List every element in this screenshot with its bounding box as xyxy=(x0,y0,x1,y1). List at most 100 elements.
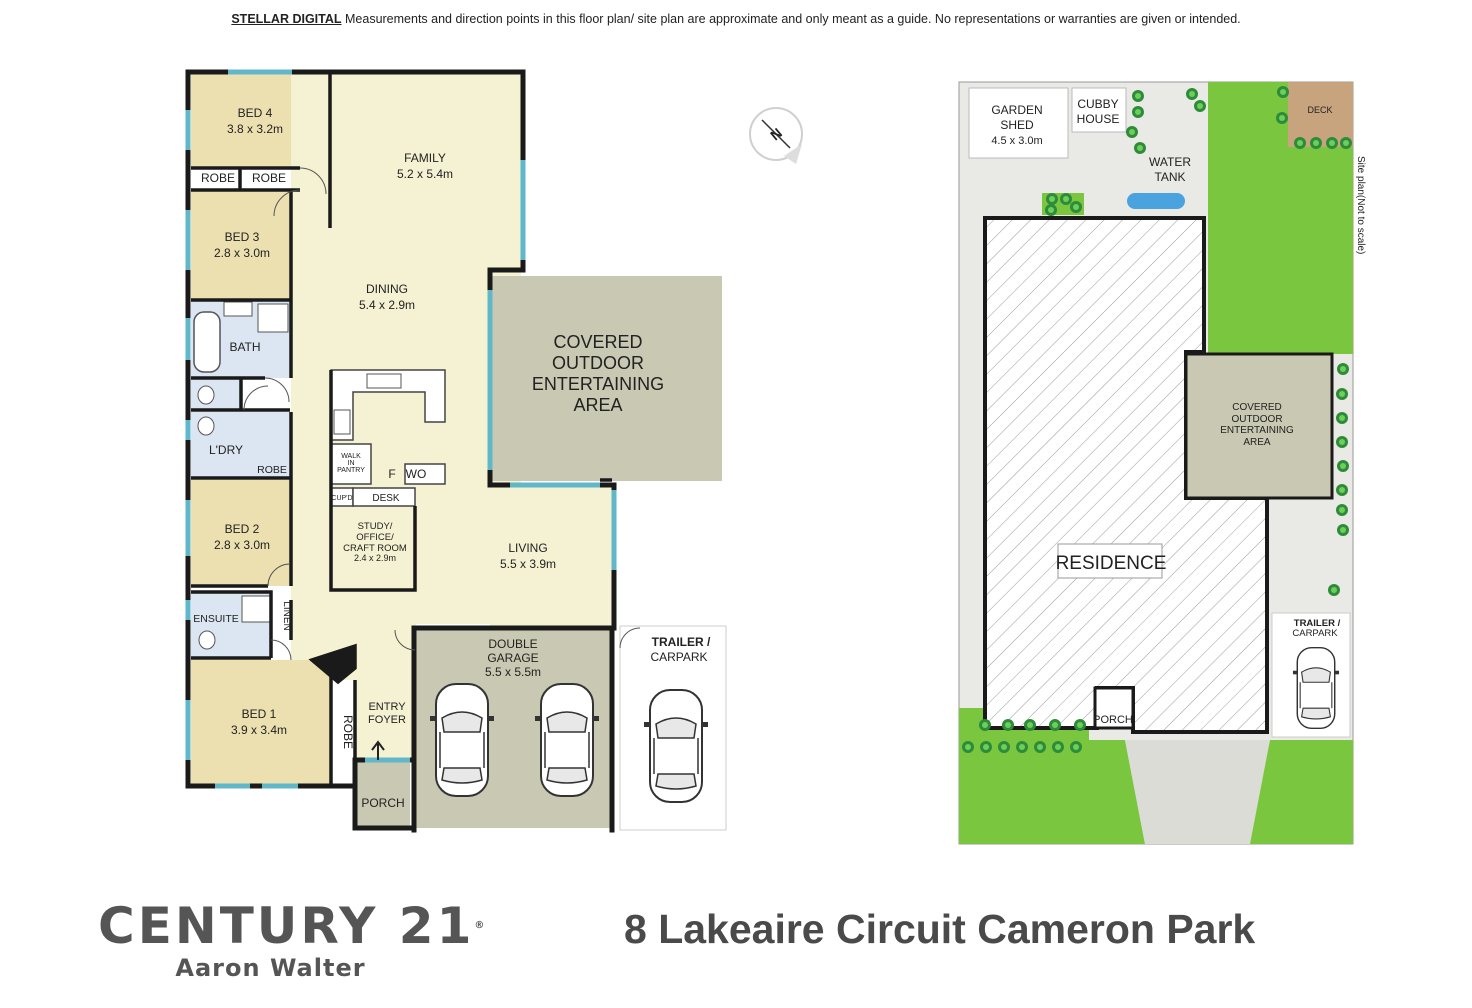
label-robe2: ROBE xyxy=(252,171,286,185)
label-cupd: CUP'D xyxy=(331,495,352,502)
vanity xyxy=(223,301,253,317)
label-site-outdoor-3: ENTERTAINING xyxy=(1220,425,1294,436)
room-bed1 xyxy=(191,660,331,784)
bathtub xyxy=(193,311,221,373)
disclaimer: STELLAR DIGITAL Measurements and directi… xyxy=(0,12,1472,26)
entry-arrow-icon xyxy=(371,740,385,760)
label-entry-1: ENTRY xyxy=(368,701,406,713)
driveway xyxy=(1125,740,1270,844)
lawn-front-right xyxy=(1245,740,1353,844)
site-labels: GARDEN SHED 4.5 x 3.0m CUBBY HOUSE WATER… xyxy=(991,97,1340,726)
garage-car-left-icon xyxy=(429,683,495,797)
label-bed3-size: 2.8 x 3.0m xyxy=(214,246,270,260)
toilet xyxy=(197,385,215,405)
desk-box xyxy=(352,487,416,507)
agent-name: Aaron Walter xyxy=(175,954,366,982)
label-tank-1: WATER xyxy=(1149,155,1191,169)
label-outdoor-2: OUTDOOR xyxy=(552,353,644,373)
floor-labels: BED 4 3.8 x 3.2m ROBE ROBE BED 3 2.8 x 3… xyxy=(193,106,711,810)
lawn-east xyxy=(1208,82,1353,354)
garden-shed xyxy=(968,87,1069,159)
label-dining-size: 5.4 x 2.9m xyxy=(359,298,415,312)
cubby-house xyxy=(1071,87,1127,133)
lawn-front xyxy=(959,740,1145,844)
label-garage-1: DOUBLE xyxy=(488,637,537,651)
label-bed2-size: 2.8 x 3.0m xyxy=(214,538,270,552)
partitions xyxy=(191,74,612,784)
label-robe1: ROBE xyxy=(201,171,235,185)
label-living-size: 5.5 x 3.9m xyxy=(500,557,556,571)
label-shed-2: SHED xyxy=(1000,118,1034,132)
label-ensuite: ENSUITE xyxy=(193,613,239,625)
deck xyxy=(1288,82,1353,147)
shower xyxy=(257,303,289,333)
label-site-trailer-1: TRAILER / xyxy=(1294,618,1341,629)
water-tank xyxy=(1127,193,1185,209)
label-shed-1: GARDEN xyxy=(991,103,1042,117)
ensuite-shower xyxy=(241,595,271,623)
kitchen-bench xyxy=(330,369,446,441)
residence-label-box xyxy=(1057,543,1163,579)
label-pantry-3: PANTRY xyxy=(337,467,365,474)
doors xyxy=(243,167,641,661)
floor-plan: N BED 4 3.8 x 3.2m ROBE ROBE BED 3 2.8 x… xyxy=(185,69,803,833)
site-car-icon xyxy=(1292,646,1340,730)
logo-text: CENTURY 21 xyxy=(98,897,475,955)
label-outdoor-1: COVERED xyxy=(553,332,642,352)
label-garage-2: GARAGE xyxy=(487,651,538,665)
label-trailer-1: TRAILER / xyxy=(652,635,711,649)
label-trailer-2: CARPARK xyxy=(650,650,707,664)
label-site-porch: PORCH xyxy=(1093,714,1133,726)
label-study-size: 2.4 x 2.9m xyxy=(354,553,396,563)
site-porch xyxy=(1093,686,1135,730)
label-bath: BATH xyxy=(229,340,260,354)
label-cubby-2: HOUSE xyxy=(1077,112,1120,126)
label-bed2: BED 2 xyxy=(225,522,260,536)
disclaimer-text: Measurements and direction points in thi… xyxy=(341,12,1241,26)
label-site-outdoor-1: COVERED xyxy=(1232,402,1281,413)
kitchen-sink xyxy=(366,373,402,389)
wo-box xyxy=(404,463,446,485)
label-residence: RESIDENCE xyxy=(1056,553,1167,574)
label-bed3: BED 3 xyxy=(225,230,260,244)
label-site-trailer-2: CARPARK xyxy=(1292,628,1338,639)
label-porch: PORCH xyxy=(361,796,404,810)
cooktop xyxy=(333,409,351,435)
disclaimer-brand: STELLAR DIGITAL xyxy=(231,12,342,26)
site-note: Site plan(Not to scale) xyxy=(1355,156,1366,254)
logo-registered-mark: ® xyxy=(474,920,488,931)
label-bed4-size: 3.8 x 3.2m xyxy=(227,122,283,136)
room-bed2 xyxy=(191,480,291,586)
label-study-3: CRAFT ROOM xyxy=(343,543,407,554)
label-bed4: BED 4 xyxy=(238,106,273,120)
label-bed1-size: 3.9 x 3.4m xyxy=(231,723,287,737)
windows xyxy=(185,69,617,789)
label-deck: DECK xyxy=(1307,105,1332,115)
label-shed-size: 4.5 x 3.0m xyxy=(991,135,1042,147)
label-entry-2: FOYER xyxy=(368,714,406,726)
label-study-1: STUDY/ xyxy=(358,521,393,532)
label-bed1: BED 1 xyxy=(242,707,277,721)
label-living: LIVING xyxy=(508,541,547,555)
label-pantry-1: WALK xyxy=(341,453,361,460)
label-fridge: F xyxy=(388,467,395,481)
label-site-outdoor-2: OUTDOOR xyxy=(1231,414,1282,425)
label-family: FAMILY xyxy=(404,151,446,165)
label-pantry-2: IN xyxy=(348,460,355,467)
label-robe4: ROBE xyxy=(341,715,355,749)
label-garage-size: 5.5 x 5.5m xyxy=(485,665,541,679)
label-wo: WO xyxy=(406,467,427,481)
label-outdoor-4: AREA xyxy=(573,395,622,415)
garage-car-right-icon xyxy=(534,683,600,797)
label-tank-2: TANK xyxy=(1154,170,1185,184)
ldry-tub xyxy=(197,416,215,436)
compass-icon: N xyxy=(749,107,803,164)
pantry-box xyxy=(330,443,372,485)
label-cubby-1: CUBBY xyxy=(1077,97,1118,111)
room-porch xyxy=(355,760,410,828)
room-robe4 xyxy=(331,680,355,774)
ensuite-toilet xyxy=(198,630,216,650)
label-site-outdoor-4: AREA xyxy=(1243,437,1271,448)
label-robe3: ROBE xyxy=(257,464,287,476)
